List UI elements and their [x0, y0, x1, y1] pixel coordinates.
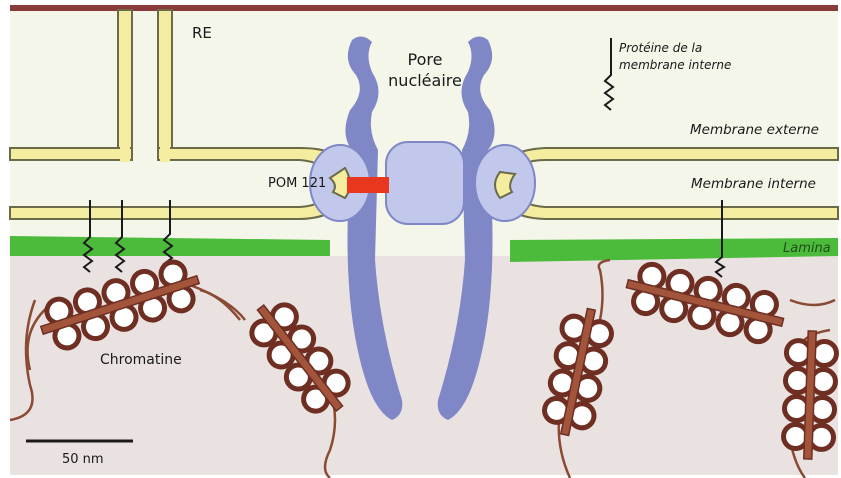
label-pom121: POM 121 [268, 176, 326, 191]
label-lamina: Lamina [783, 241, 831, 256]
label-outer-membrane: Membrane externe [690, 122, 819, 138]
label-inner-membrane: Membrane interne [691, 176, 816, 192]
top-border [10, 5, 838, 11]
label-pore: Pore nucléaire [380, 49, 470, 91]
label-scale: 50 nm [62, 452, 104, 467]
label-chromatine: Chromatine [100, 352, 182, 368]
pom121-protein [347, 177, 389, 193]
label-protein: Protéine de la membrane interne [619, 40, 731, 74]
label-re: RE [192, 24, 212, 42]
